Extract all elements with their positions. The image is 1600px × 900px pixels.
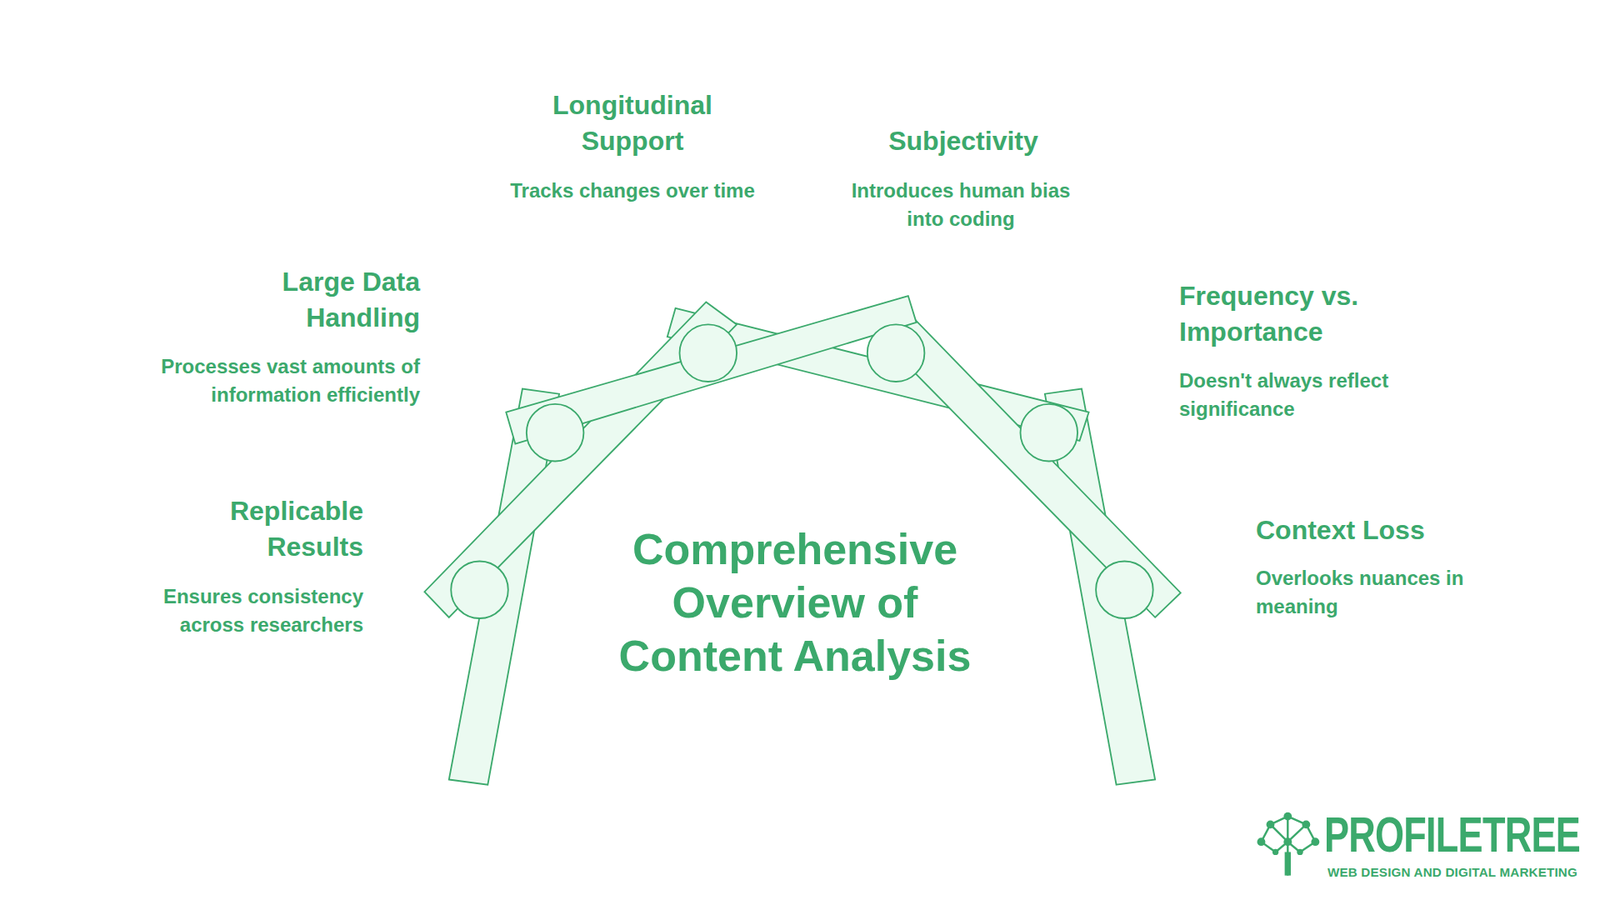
joint bbox=[526, 404, 585, 462]
benefit-heading: Replicable Results bbox=[180, 493, 364, 565]
joint bbox=[1020, 404, 1078, 462]
limitation-heading: Subjectivity bbox=[830, 123, 1097, 160]
limitation-description: Introduces human bias into coding bbox=[848, 176, 1074, 234]
benefit-description: Tracks changes over time bbox=[499, 176, 766, 205]
logo-tree-icon bbox=[1260, 816, 1315, 876]
benefit-description: Processes vast amounts of information ef… bbox=[145, 352, 420, 410]
joint bbox=[1095, 560, 1154, 619]
joint bbox=[680, 324, 738, 382]
logo-tree-nodes bbox=[1257, 812, 1320, 876]
logo-wordmark: PROFILETREE bbox=[1324, 810, 1580, 860]
benefit-heading: Longitudinal Support bbox=[499, 87, 766, 160]
logo-tagline: WEB DESIGN AND DIGITAL MARKETING bbox=[1327, 865, 1578, 880]
limitation-description: Doesn't always reflect significance bbox=[1179, 366, 1446, 424]
limitation-description: Overlooks nuances in meaning bbox=[1255, 564, 1523, 621]
joint bbox=[450, 560, 509, 619]
benefit-heading: Large Data Handling bbox=[203, 264, 420, 336]
limitation-heading: Frequency vs. Importance bbox=[1179, 278, 1430, 350]
benefit-description: Ensures consistency across researchers bbox=[105, 582, 364, 640]
limitation-heading: Context Loss bbox=[1255, 512, 1506, 549]
diagram-title: Comprehensive Overview of Content Analys… bbox=[611, 522, 979, 683]
joint bbox=[867, 324, 925, 382]
